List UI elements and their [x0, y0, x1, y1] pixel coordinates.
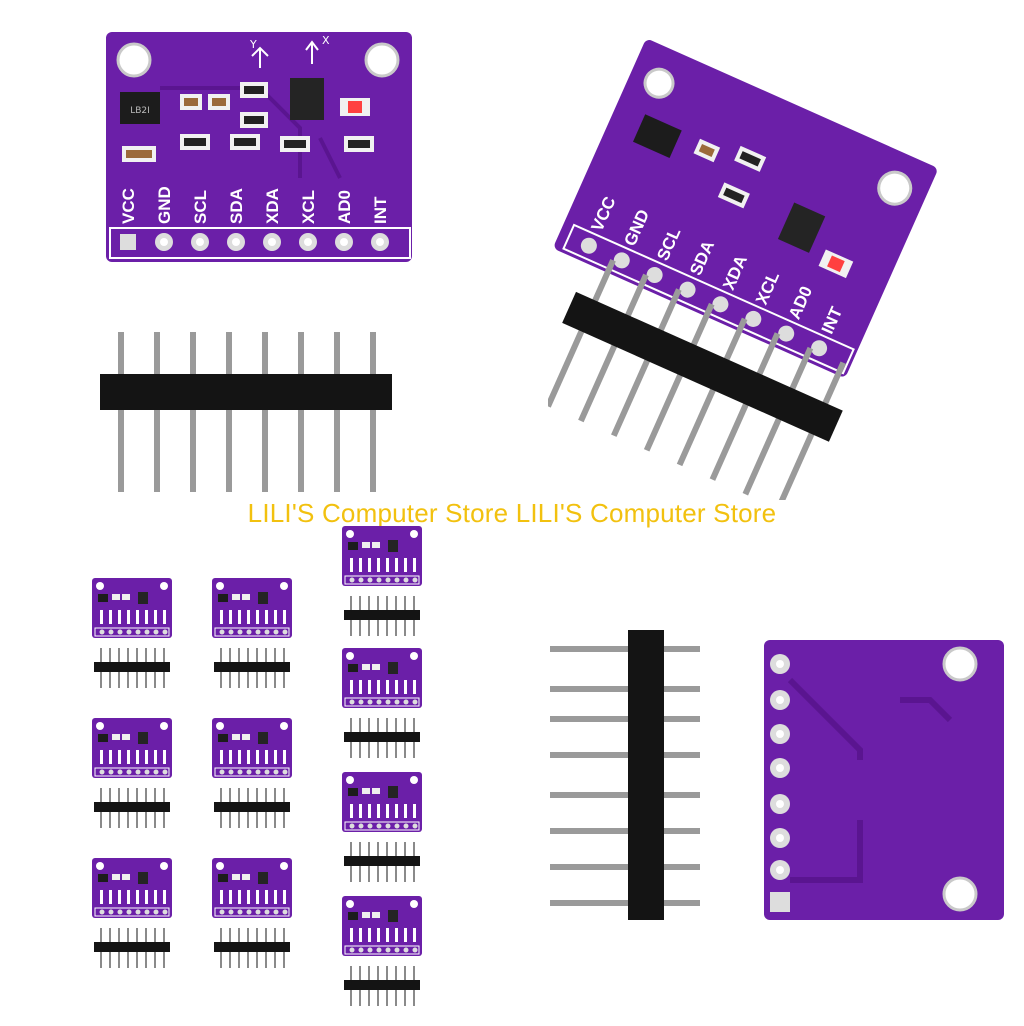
label-scl: SCL	[191, 190, 210, 224]
x-axis-label: X	[322, 34, 330, 47]
pad-row	[120, 233, 389, 251]
y-axis-label: Y	[249, 38, 257, 51]
regulator-chip	[120, 92, 160, 124]
pin-header-angled	[545, 258, 847, 511]
label-ad0: AD0	[335, 190, 354, 224]
label-vcc: VCC	[119, 188, 138, 224]
board-front-view: LB2I Y X VCC GND SCL SDA XDA XCL AD0 INT	[100, 28, 420, 268]
label-xda: XDA	[263, 188, 282, 224]
store-watermark: LILI'S Computer Store LILI'S Computer St…	[247, 498, 777, 528]
label-xcl: XCL	[299, 190, 318, 224]
label-int: INT	[371, 196, 390, 224]
chip-marking: LB2I	[130, 106, 150, 116]
board-back-view	[540, 620, 1010, 930]
board-front-svg: LB2I Y X VCC GND SCL SDA XDA XCL AD0 INT	[106, 32, 412, 262]
package-grid	[80, 522, 440, 1022]
mount-hole	[116, 42, 152, 78]
mount-hole	[364, 42, 400, 78]
header-plastic	[100, 374, 392, 410]
board-angled-view: VCC GND SCL SDA XDA XCL AD0 INT	[545, 10, 1008, 511]
pin-label-group: VCC GND SCL SDA XDA XCL AD0 INT	[119, 186, 390, 224]
sensor-chip	[290, 78, 324, 120]
label-gnd: GND	[155, 186, 174, 224]
pin-header-front	[96, 328, 396, 498]
label-sda: SDA	[227, 188, 246, 224]
pin-header-side	[550, 630, 700, 920]
